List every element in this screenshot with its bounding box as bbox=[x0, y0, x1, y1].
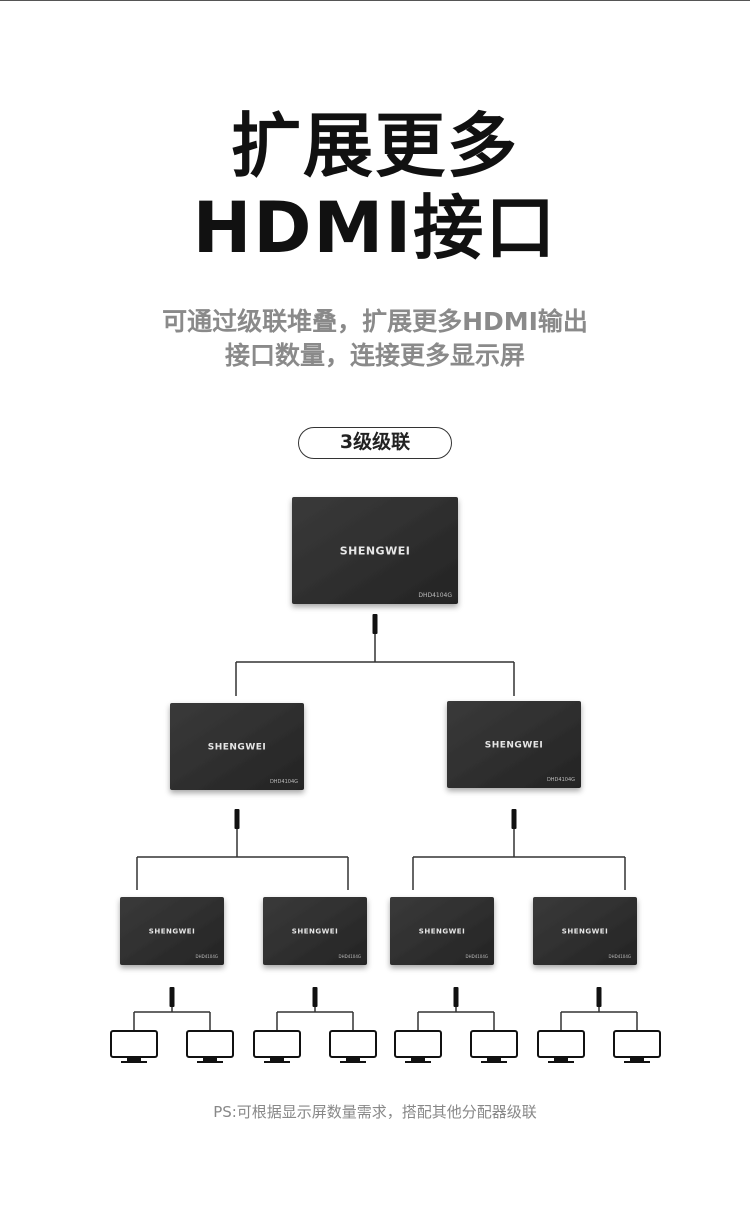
monitor-icon bbox=[186, 1030, 234, 1063]
headline-line1: 扩展更多 bbox=[231, 105, 519, 187]
monitor-icon bbox=[329, 1030, 377, 1063]
hdmi-plug-level3-2 bbox=[312, 987, 318, 1007]
monitor-icon bbox=[110, 1030, 158, 1063]
device-body bbox=[263, 897, 367, 965]
top-border bbox=[0, 0, 750, 1]
splitter-level3-2: SHENGWEI DHD4104G bbox=[263, 897, 367, 965]
device-brand-label: SHENGWEI bbox=[562, 927, 608, 935]
splitter-level3-3: SHENGWEI DHD4104G bbox=[390, 897, 494, 965]
splitter-level2-2: SHENGWEI DHD4104G bbox=[447, 701, 581, 788]
cascade-level-badge: 3级级联 bbox=[298, 427, 452, 459]
device-brand-label: SHENGWEI bbox=[485, 741, 544, 751]
device-model-label: DHD4104G bbox=[418, 592, 452, 599]
device-brand-label: SHENGWEI bbox=[292, 927, 338, 935]
headline-line2: HDMI接口 bbox=[192, 187, 558, 269]
device-body bbox=[533, 897, 637, 965]
device-brand-label: SHENGWEI bbox=[419, 927, 465, 935]
device-brand-label: SHENGWEI bbox=[340, 544, 411, 557]
hdmi-plug-level3-3 bbox=[453, 987, 459, 1007]
monitor-icon bbox=[394, 1030, 442, 1063]
device-model-label: DHD4104G bbox=[466, 954, 488, 959]
display-monitors bbox=[110, 1030, 661, 1063]
splitter-level3-4: SHENGWEI DHD4104G bbox=[533, 897, 637, 965]
splitter-level2-1: SHENGWEI DHD4104G bbox=[170, 703, 304, 790]
hdmi-plug-level3-4 bbox=[596, 987, 602, 1007]
connection-lines bbox=[133, 614, 638, 1030]
splitter-devices: SHENGWEIDHD4104GSHENGWEIDHD4104GSHENGWEI… bbox=[120, 497, 637, 965]
splitter-level1: SHENGWEI DHD4104G bbox=[292, 497, 458, 604]
splitter-level3-1: SHENGWEI DHD4104G bbox=[120, 897, 224, 965]
monitor-icon bbox=[253, 1030, 301, 1063]
device-body bbox=[292, 497, 458, 604]
device-brand-label: SHENGWEI bbox=[208, 743, 267, 753]
device-model-label: DHD4104G bbox=[609, 954, 631, 959]
device-model-label: DHD4104G bbox=[339, 954, 361, 959]
subtitle-line1: 可通过级联堆叠，扩展更多HDMI输出 bbox=[162, 307, 588, 336]
hdmi-plug-level1 bbox=[372, 614, 378, 634]
hdmi-plug-level3-1 bbox=[169, 987, 175, 1007]
device-body bbox=[390, 897, 494, 965]
monitor-icon bbox=[613, 1030, 661, 1063]
device-brand-label: SHENGWEI bbox=[149, 927, 195, 935]
device-body bbox=[120, 897, 224, 965]
device-body bbox=[170, 703, 304, 790]
monitor-icon bbox=[537, 1030, 585, 1063]
device-model-label: DHD4104G bbox=[196, 954, 218, 959]
subtitle-line2: 接口数量，连接更多显示屏 bbox=[224, 341, 525, 370]
device-body bbox=[447, 701, 581, 788]
hdmi-plug-level2-2 bbox=[511, 809, 517, 829]
device-model-label: DHD4104G bbox=[270, 779, 298, 785]
monitor-icon bbox=[470, 1030, 518, 1063]
footnote: PS:可根据显示屏数量需求，搭配其他分配器级联 bbox=[213, 1103, 537, 1121]
device-model-label: DHD4104G bbox=[547, 777, 575, 783]
hdmi-plug-level2-1 bbox=[234, 809, 240, 829]
